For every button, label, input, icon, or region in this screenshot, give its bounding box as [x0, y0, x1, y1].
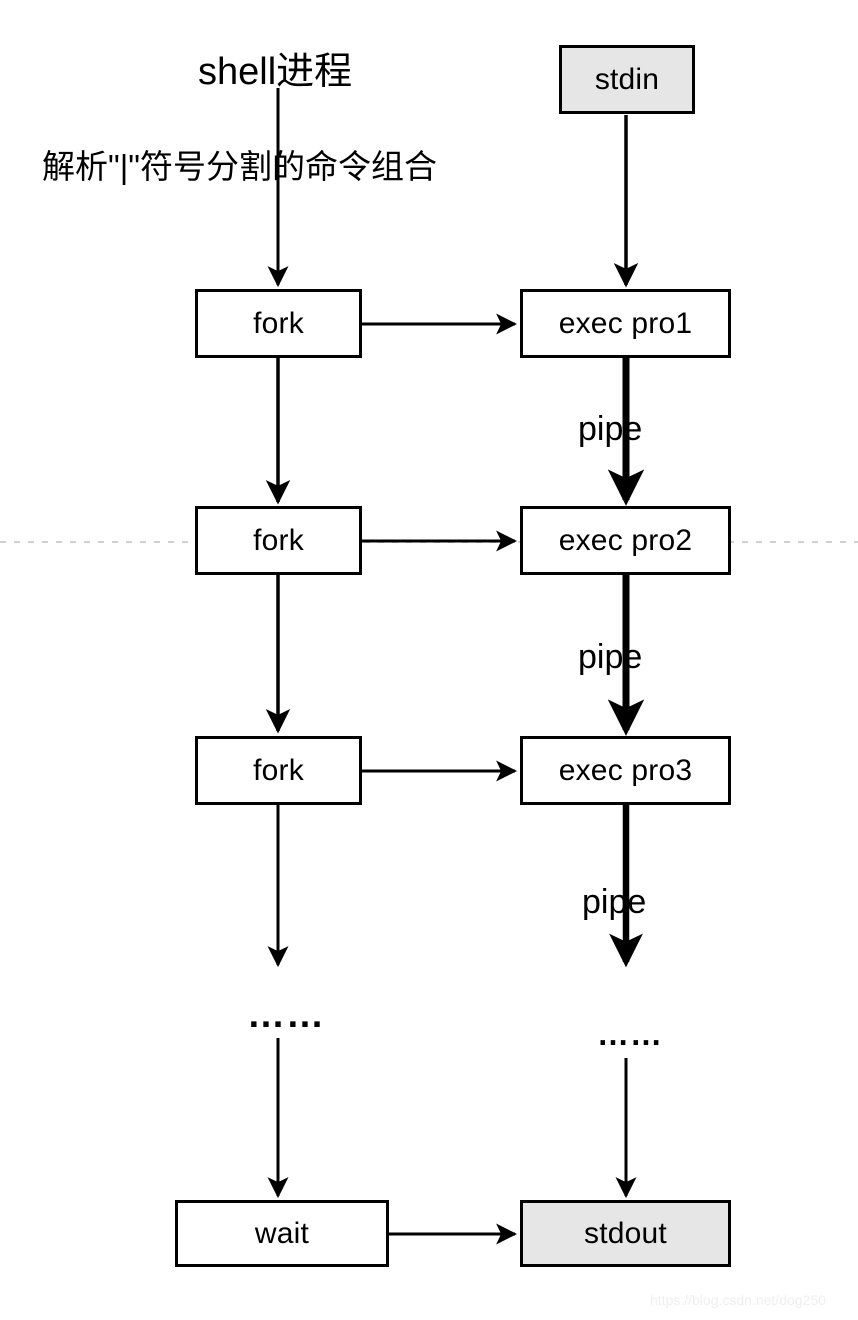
watermark-text: https://blog.csdn.net/dog250	[650, 1292, 826, 1308]
right-ellipsis: ……	[597, 1016, 663, 1052]
diagram-title: shell进程	[198, 51, 353, 93]
node-exec-pro1-label: exec pro1	[558, 306, 693, 340]
node-stdout[interactable]: stdout	[520, 1200, 731, 1267]
pipe-label-1: pipe	[578, 410, 643, 448]
pipe-label-2: pipe	[578, 638, 643, 676]
node-wait[interactable]: wait	[175, 1200, 389, 1267]
node-exec-pro2[interactable]: exec pro2	[520, 506, 731, 575]
node-exec-pro3-label: exec pro3	[558, 753, 693, 787]
node-fork-3[interactable]: fork	[195, 736, 362, 805]
node-stdin-label: stdin	[594, 62, 660, 96]
node-wait-label: wait	[254, 1216, 310, 1250]
node-fork-2-label: fork	[253, 523, 304, 557]
node-fork-2[interactable]: fork	[195, 506, 362, 575]
node-exec-pro2-label: exec pro2	[558, 523, 693, 557]
node-exec-pro1[interactable]: exec pro1	[520, 289, 731, 358]
node-stdout-label: stdout	[584, 1216, 667, 1250]
node-fork-3-label: fork	[253, 753, 304, 787]
node-fork-1[interactable]: fork	[195, 289, 362, 358]
left-ellipsis: ……	[247, 994, 325, 1036]
pipe-label-3: pipe	[582, 883, 647, 921]
node-stdin[interactable]: stdin	[559, 45, 695, 114]
node-fork-1-label: fork	[253, 306, 304, 340]
diagram-subtitle: 解析"|"符号分割的命令组合	[42, 148, 438, 185]
node-exec-pro3[interactable]: exec pro3	[520, 736, 731, 805]
